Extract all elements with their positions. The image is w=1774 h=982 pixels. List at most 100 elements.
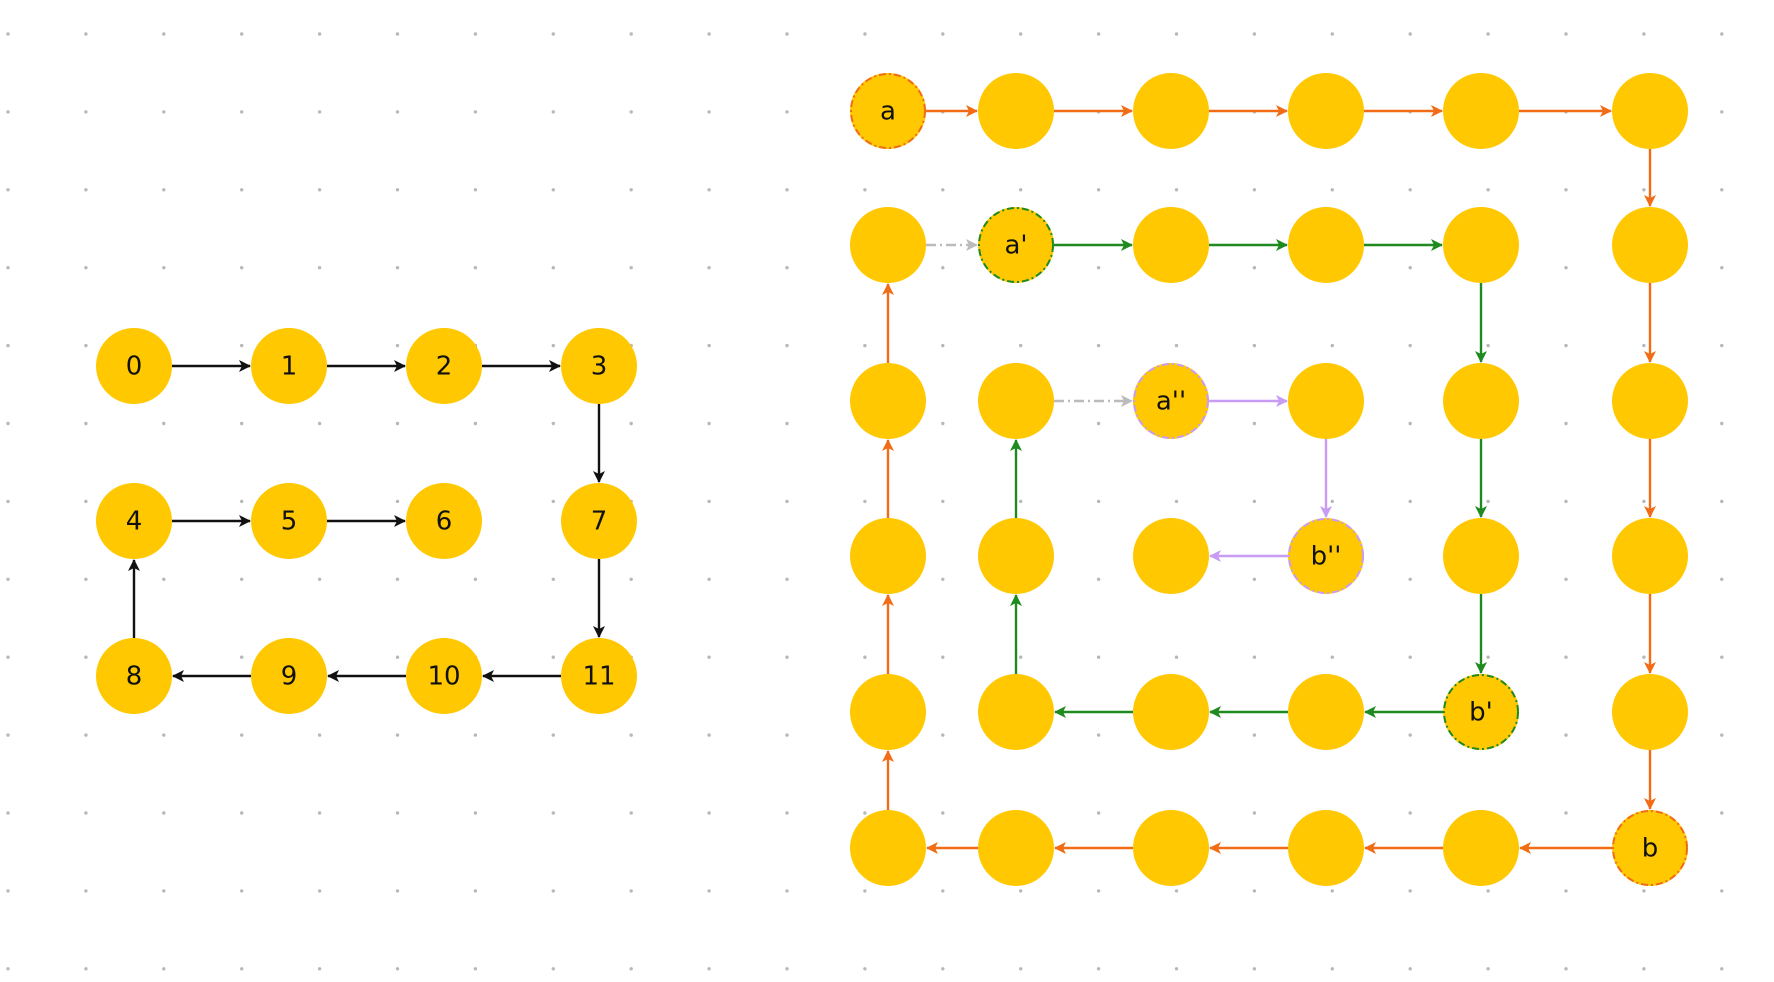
grid-dot [1408,421,1412,426]
grid-dot [1642,655,1646,659]
grid-dot [941,577,945,581]
grid-dot [240,343,244,348]
grid-dot [707,343,711,348]
node-circle [96,328,172,404]
node-label: 5 [281,507,298,537]
grid-dot [395,343,400,348]
grid-dot [941,967,945,971]
grid-dot [707,967,711,971]
grid-dot [863,655,867,659]
node-circle [1612,73,1688,149]
grid-dot [941,188,945,192]
grid-dot [1252,889,1257,893]
graph-node: 0 [96,328,172,404]
grid-dot [162,889,166,893]
grid-dot [1564,343,1568,348]
grid-dot [162,811,166,815]
grid-dot [941,421,945,426]
node-label: a [880,97,896,127]
grid-dot [240,110,244,114]
graph-node [1443,810,1519,886]
grid-dot [863,188,867,192]
grid-dot [1330,967,1335,971]
grid-dot [1564,421,1568,426]
grid-dot [317,733,322,737]
node-circle [1133,518,1209,594]
graph-node [1133,674,1209,750]
node-highlight-ring [1443,674,1519,750]
grid-dot [84,421,88,426]
grid-dot [629,188,633,192]
grid-dot [785,421,789,426]
grid-dot [240,811,244,815]
grid-dot [551,421,555,426]
grid-dot [6,967,10,971]
grid-dot [395,32,400,36]
grid-dot [1564,967,1568,971]
grid-dot [1174,889,1179,893]
grid-dot [707,733,711,737]
left-diagram-edges [128,360,605,682]
grid-dot [162,32,166,36]
graph-node [978,810,1054,886]
grid-dot [785,733,789,737]
node-label: a' [1004,231,1027,261]
grid-dot [1174,967,1179,971]
node-circle [1133,207,1209,283]
graph-node [1612,73,1688,149]
grid-dot [1564,32,1568,36]
grid-dot [395,967,400,971]
grid-dot [863,499,867,504]
node-label: 3 [591,352,608,382]
grid-dot [1252,811,1257,815]
grid-dot [707,889,711,893]
node-circle [850,207,926,283]
graph-node [1443,73,1519,149]
node-circle [1443,363,1519,439]
graph-node [850,363,926,439]
grid-dot [317,188,322,192]
graph-node [978,518,1054,594]
grid-dot [629,266,633,270]
grid-dot [1720,967,1724,971]
grid-dot [551,967,555,971]
grid-dot [1408,577,1412,581]
grid-dot [785,32,789,36]
grid-dot [473,188,478,192]
node-label: 10 [427,662,460,692]
graph-node: a [850,73,926,149]
grid-dot [863,32,867,36]
grid-dot [1330,499,1335,504]
grid-dot [707,811,711,815]
right-diagram-nodes: aba'b'a''b'' [850,73,1688,886]
graph-node: b [1612,810,1688,886]
grid-dot [1096,967,1101,971]
grid-dot [707,188,711,192]
grid-dot [1408,343,1412,348]
node-circle [406,638,482,714]
grid-dot [785,655,789,659]
grid-dot [473,32,478,36]
graph-node [1612,518,1688,594]
node-circle [1288,674,1364,750]
grid-dot [473,967,478,971]
grid-dot [629,967,633,971]
grid-dot [1564,577,1568,581]
grid-dot [317,266,322,270]
node-circle [561,638,637,714]
grid-dot [240,733,244,737]
grid-dot [1096,733,1101,737]
grid-dot [785,110,789,114]
grid-dot [551,889,555,893]
node-label: 0 [126,352,143,382]
node-label: b'' [1311,542,1342,572]
grid-dot [1174,188,1179,192]
grid-dot [6,343,10,348]
grid-dot [551,110,555,114]
grid-dot [707,655,711,659]
grid-dot [1019,889,1023,893]
grid-dot [1408,889,1412,893]
graph-node: 10 [406,638,482,714]
grid-dot [162,266,166,270]
grid-dot [6,266,10,270]
